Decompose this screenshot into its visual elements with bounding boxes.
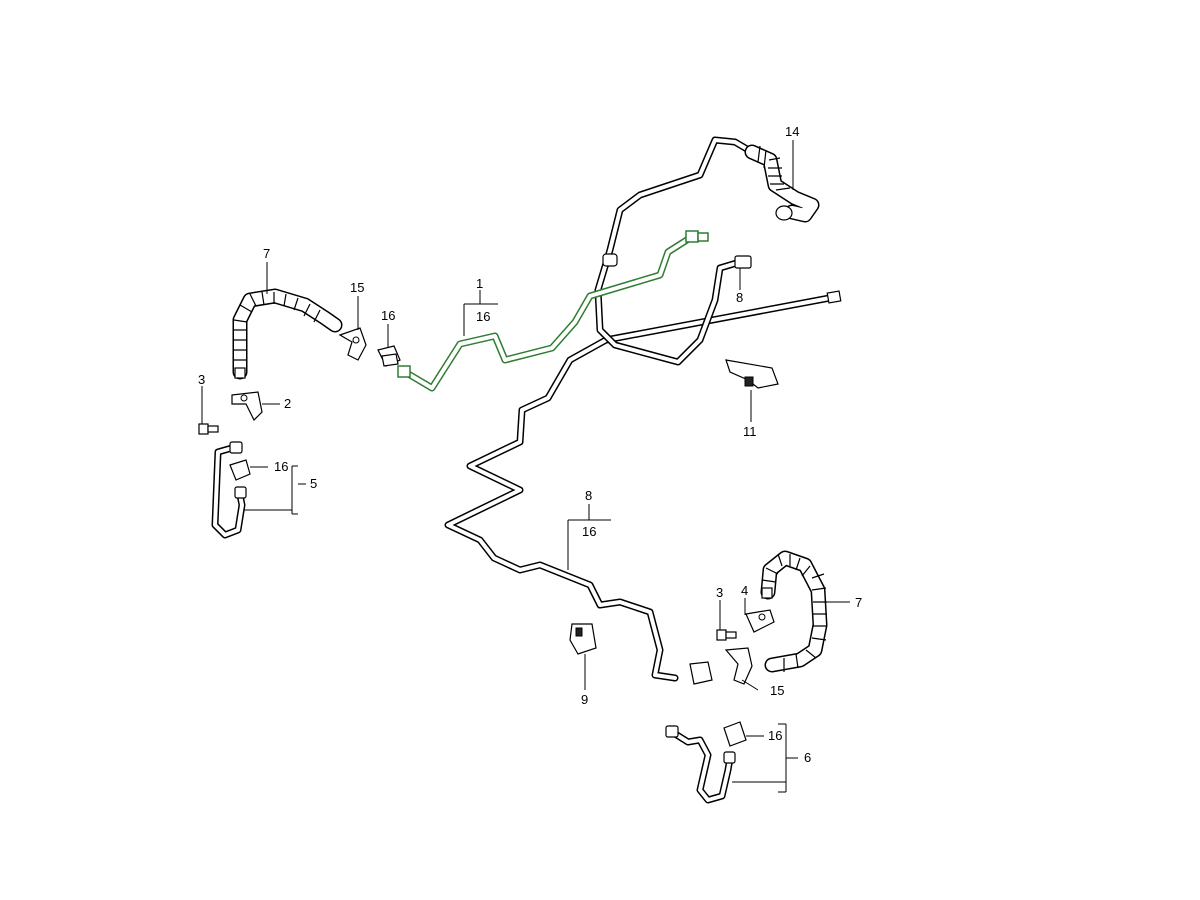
callout-14: 14 bbox=[785, 124, 799, 139]
highlighted-brake-pipe-1[interactable] bbox=[397, 230, 709, 392]
pressure-sensor-11[interactable] bbox=[725, 359, 779, 389]
clamp-9[interactable] bbox=[569, 623, 597, 655]
clip-16-right[interactable] bbox=[723, 721, 747, 747]
callout-7-right: 7 bbox=[855, 595, 862, 610]
callout-7-left: 7 bbox=[263, 246, 270, 261]
callout-1: 1 bbox=[476, 276, 483, 291]
callout-1-16: 16 bbox=[476, 309, 490, 324]
callout-16-upper: 16 bbox=[381, 308, 395, 323]
callout-15-left: 15 bbox=[350, 280, 364, 295]
callout-16-left: 16 bbox=[274, 459, 288, 474]
callout-3-left: 3 bbox=[198, 372, 205, 387]
callout-5: 5 bbox=[310, 476, 317, 491]
callout-4: 4 bbox=[741, 583, 748, 598]
brake-hose-14[interactable] bbox=[744, 144, 820, 223]
callout-9: 9 bbox=[581, 692, 588, 707]
bolt-3-left[interactable] bbox=[198, 423, 219, 435]
callout-8-upper: 8 bbox=[736, 290, 743, 305]
bracket-4[interactable] bbox=[745, 609, 775, 633]
callout-2: 2 bbox=[284, 396, 291, 411]
callout-11: 11 bbox=[743, 424, 757, 439]
leader-lines bbox=[201, 140, 850, 793]
callout-8-lower: 8 bbox=[585, 488, 592, 503]
brake-pipe-6[interactable] bbox=[665, 725, 736, 804]
brake-hose-7-left[interactable] bbox=[232, 288, 343, 380]
clip-16-upper[interactable] bbox=[377, 345, 401, 367]
callout-labels: 1 16 7 15 16 3 2 16 5 14 8 11 8 16 9 3 4… bbox=[198, 124, 862, 765]
callout-3-right: 3 bbox=[716, 585, 723, 600]
callout-8-16: 16 bbox=[582, 524, 596, 539]
clip-16-left[interactable] bbox=[229, 459, 251, 481]
callout-6: 6 bbox=[804, 750, 811, 765]
bracket-2[interactable] bbox=[231, 391, 263, 422]
callout-15-right: 15 bbox=[770, 683, 784, 698]
callout-16-right: 16 bbox=[768, 728, 782, 743]
bolt-3-right[interactable] bbox=[716, 629, 737, 641]
bracket-15-right[interactable] bbox=[724, 647, 753, 685]
main-brake-pipe[interactable] bbox=[444, 290, 842, 682]
bracket-15-left[interactable] bbox=[338, 327, 367, 361]
brake-hose-7-right[interactable] bbox=[760, 550, 828, 673]
brake-pipe-5[interactable] bbox=[211, 441, 247, 539]
clip-16-center[interactable] bbox=[689, 661, 713, 685]
